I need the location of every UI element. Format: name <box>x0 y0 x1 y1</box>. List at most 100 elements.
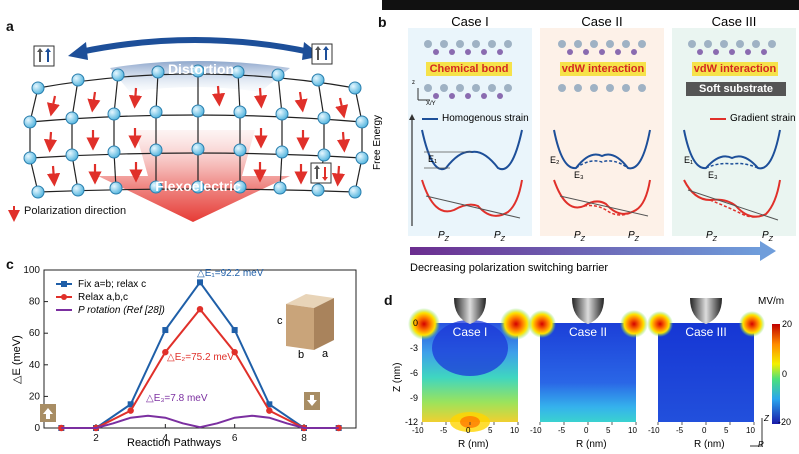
colorbar-tick-20: 20 <box>782 319 793 329</box>
panel-a-figure <box>8 37 369 222</box>
case-1-bond-label: Chemical bond <box>429 63 509 75</box>
series-1-point <box>162 327 169 334</box>
colorbar <box>772 324 780 424</box>
case1-bond-band <box>426 62 512 76</box>
r-label-2: R (nm) <box>576 439 607 450</box>
annotation-e3: △E₃=7.8 meV <box>146 393 208 404</box>
z-tick-6: -6 <box>409 368 418 378</box>
cube-label-b: b <box>298 349 305 361</box>
r-tick-2e: 10 <box>628 426 637 435</box>
barrier-arrow <box>410 247 760 255</box>
r-tick-1e: 10 <box>510 426 519 435</box>
colorbar-unit: MV/m <box>758 296 785 307</box>
polarization-box-left <box>33 45 55 67</box>
r-tick-3c: 0 <box>702 426 707 435</box>
distortion-arrow <box>79 37 311 55</box>
r-tick-2a: -10 <box>530 426 542 435</box>
panel-label-a: a <box>6 18 14 34</box>
axis-xy-label: X/Y <box>426 101 436 107</box>
r-tick-2b: -5 <box>558 426 566 435</box>
pz-label-1a: PZ <box>438 230 449 243</box>
z-tick-9: -9 <box>409 393 418 403</box>
pz-label-2b: PZ <box>628 230 639 243</box>
case-1-title: Case I <box>451 14 489 29</box>
top-dark-bar <box>382 0 799 10</box>
flexoelectric-label: Flexoelectric <box>155 178 241 194</box>
case2-background <box>540 28 664 236</box>
panel-c-xlabel: Reaction Pathways <box>127 437 222 449</box>
panel-d-ylabel: Z (nm) <box>392 362 403 392</box>
x-tick-label-2: 2 <box>93 433 99 444</box>
pz-label-3a: PZ <box>706 230 717 243</box>
case-2-bond-label: vdW interaction <box>561 63 645 75</box>
map-case2 <box>540 323 636 422</box>
energy-label-e1-case3: E₁ <box>684 155 694 165</box>
panel-label-c: c <box>6 256 14 272</box>
flexoelectric-arrow <box>98 130 290 222</box>
distortion-label: Distortion <box>167 61 235 77</box>
series-1-point <box>266 401 273 408</box>
x-tick-label-8: 8 <box>301 433 307 444</box>
case-3-bond-label: vdW interaction <box>693 63 777 75</box>
pz-label-1b: PZ <box>494 230 505 243</box>
axis-z-label: z <box>412 80 415 86</box>
panel-d-maps <box>408 298 780 447</box>
legend-series-2: Relax a,b,c <box>78 292 129 303</box>
polarization-box-right <box>311 43 333 65</box>
series-1-point <box>231 327 238 334</box>
x-tick-label-4: 4 <box>163 433 169 444</box>
case3-bond-band <box>692 62 778 76</box>
panel-label-d: d <box>384 292 393 308</box>
y-tick-label-20: 20 <box>29 391 41 402</box>
series-1-point <box>127 401 134 408</box>
panel-c-ylabel: △E (meV) <box>11 335 23 384</box>
r-tick-2c: 0 <box>584 426 589 435</box>
z-tick-0: 0 <box>412 318 418 328</box>
polarization-box-bottom <box>310 162 332 184</box>
unit-cell-cube <box>286 294 334 350</box>
axis-glyph-r: R <box>758 440 764 449</box>
panel-b-figure <box>408 28 796 261</box>
x-tick-label-6: 6 <box>232 433 238 444</box>
case2-bond-band <box>560 62 646 76</box>
energy-label-e1: E₁ <box>428 154 438 164</box>
series-2-point <box>231 348 238 356</box>
pz-label-2a: PZ <box>574 230 585 243</box>
r-tick-3d: 5 <box>724 426 729 435</box>
series-line-3 <box>61 414 339 429</box>
z-tick-3: -3 <box>409 343 418 353</box>
r-tick-1d: 5 <box>488 426 493 435</box>
series-2-point <box>196 305 204 313</box>
r-tick-1b: -5 <box>440 426 448 435</box>
axis-glyph-z: Z <box>764 414 769 423</box>
y-tick-label-80: 80 <box>29 297 41 308</box>
map-case3-label: Case III <box>685 325 727 339</box>
polarization-legend-label: Polarization direction <box>24 205 127 217</box>
pz-label-3b: PZ <box>762 230 773 243</box>
r-tick-2d: 5 <box>606 426 611 435</box>
soft-substrate <box>686 82 786 96</box>
panel-label-b: b <box>378 14 387 30</box>
z-tick-12: -12 <box>404 417 418 427</box>
r-ticks: -10 -5 0 5 10 -10 -5 0 5 10 -10 -5 0 5 1… <box>408 426 788 438</box>
series-1-point <box>197 279 203 286</box>
annotation-e1: △E₁=92.2 meV <box>197 268 264 279</box>
r-label-3: R (nm) <box>694 439 725 450</box>
colorbar-tick-neg20: -20 <box>778 417 792 427</box>
soft-substrate-label: Soft substrate <box>699 83 773 95</box>
y-tick-label-100: 100 <box>23 265 40 276</box>
case-2-title: Case II <box>581 14 623 29</box>
energy-label-e2: E₂ <box>550 155 560 165</box>
r-tick-3e: 10 <box>746 426 755 435</box>
barrier-label: Decreasing polarization switching barrie… <box>410 262 609 274</box>
legend-series-3: P rotation (Ref [28]) <box>78 305 165 316</box>
series-2-point <box>266 407 273 414</box>
legend-homogenous-label: Homogenous strain <box>442 113 529 124</box>
annotation-e2: △E₂=75.2 meV <box>167 352 234 363</box>
y-tick-label-60: 60 <box>29 328 41 339</box>
y-tick-label-40: 40 <box>29 360 41 371</box>
series-2-point <box>127 407 134 414</box>
map-case2-label: Case II <box>568 325 607 339</box>
legend-gradient-label: Gradient strain <box>730 113 796 124</box>
